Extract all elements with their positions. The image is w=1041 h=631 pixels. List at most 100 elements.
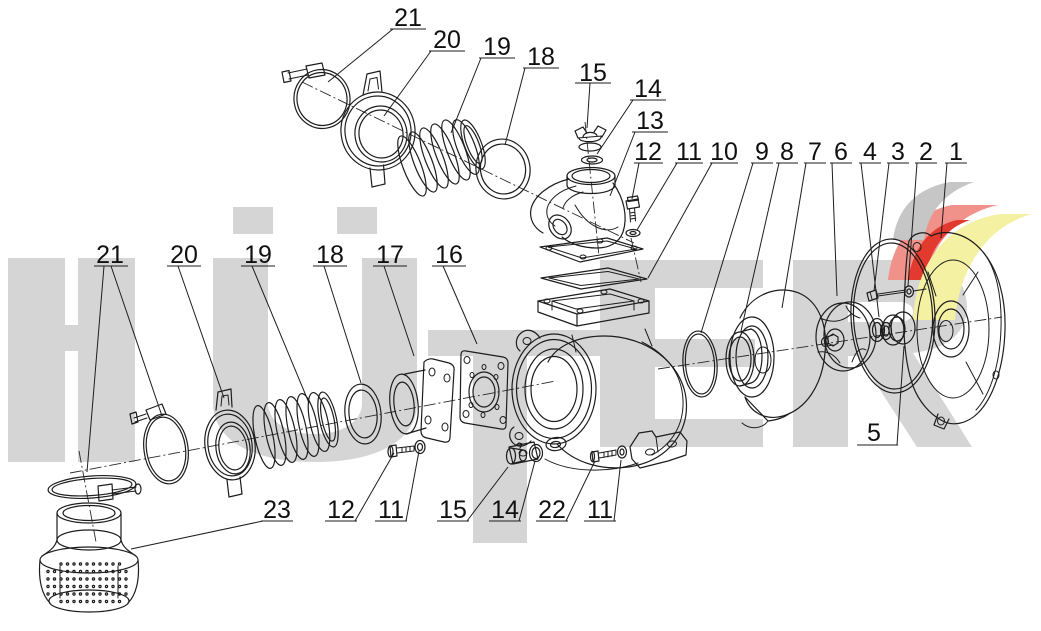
- strainer-hole: [72, 592, 76, 596]
- strainer-hole: [91, 577, 96, 581]
- callout-label: 22: [538, 496, 566, 524]
- strainer-hole: [85, 599, 89, 604]
- strainer-hole: [104, 599, 109, 604]
- leader-line: [327, 28, 394, 83]
- leader-line: [596, 99, 634, 155]
- strainer-hole: [98, 562, 102, 566]
- strainer-hole: [65, 577, 70, 581]
- strainer-hole: [85, 592, 89, 596]
- strainer-hole: [85, 569, 89, 574]
- strainer-hole: [91, 562, 96, 566]
- leader-line: [907, 162, 918, 287]
- strainer-hole: [124, 592, 128, 596]
- callout-2: 2: [907, 138, 937, 287]
- callout-label: 3: [891, 138, 905, 166]
- leader-line: [647, 162, 713, 279]
- callout-3: 3: [873, 138, 909, 292]
- callout-label: 23: [263, 496, 291, 524]
- strainer-hole: [104, 562, 109, 566]
- part-o-ring-9: [682, 330, 718, 398]
- part-pump-casing: [508, 288, 688, 471]
- callout-label: 20: [433, 26, 461, 54]
- callout-18: 18: [504, 43, 559, 146]
- callout-label: 21: [96, 241, 124, 269]
- strainer-hole: [104, 577, 109, 581]
- strainer-hole: [59, 562, 63, 566]
- leader-line: [466, 466, 509, 522]
- strainer-hole: [98, 577, 102, 581]
- strainer-hole: [72, 577, 76, 581]
- leader-line: [940, 162, 948, 239]
- leader-line: [504, 67, 526, 146]
- callout-17: 17: [373, 241, 415, 357]
- strainer-hole: [59, 569, 63, 574]
- leader-line: [323, 265, 362, 384]
- callout-9: 9: [700, 138, 773, 334]
- strainer-hole: [117, 577, 122, 581]
- leader-line: [383, 50, 432, 117]
- strainer-hole: [124, 584, 128, 589]
- strainer-hole: [91, 592, 96, 596]
- callout-label: 19: [244, 241, 272, 269]
- strainer-hole: [117, 569, 122, 574]
- callout-label: 2: [919, 138, 933, 166]
- callout-label: 21: [394, 4, 422, 32]
- callout-7: 7: [781, 138, 826, 309]
- part-washer-11-bottom-left: [414, 439, 426, 455]
- leader-line: [781, 162, 807, 309]
- strainer-hole: [78, 577, 83, 581]
- part-rear-cover-1: [903, 231, 1006, 430]
- callout-label: 7: [808, 138, 822, 166]
- callout-label: 18: [527, 43, 555, 71]
- axis-lines: [69, 81, 1003, 543]
- callout-label: 17: [376, 241, 404, 269]
- leader-line: [354, 452, 395, 522]
- part-hose-top: [397, 119, 486, 197]
- strainer-hole: [72, 584, 76, 589]
- callout-12: 12: [631, 138, 663, 200]
- strainer-hole: [78, 569, 83, 574]
- callout-label: 4: [863, 138, 877, 166]
- strainer-hole: [91, 599, 96, 604]
- strainer-hole: [46, 592, 50, 596]
- strainer-hole: [111, 599, 115, 604]
- strainer-holes: [46, 562, 128, 604]
- part-washer-11-top: [625, 228, 641, 238]
- strainer-hole: [98, 584, 102, 589]
- leader-line: [177, 265, 225, 399]
- leader-line: [86, 265, 105, 473]
- callout-4: 4: [859, 138, 881, 318]
- callout-label: 18: [316, 241, 344, 269]
- strainer-hole: [65, 562, 70, 566]
- callout-10: 10: [647, 138, 738, 279]
- strainer-hole: [52, 569, 57, 574]
- part-coupling-top: [340, 70, 416, 188]
- strainer-hole: [59, 584, 63, 589]
- strainer-hole: [98, 569, 102, 574]
- part-seal-ring-mid: [344, 383, 382, 445]
- strainer-hole: [46, 584, 50, 589]
- part-plate-16: [459, 350, 509, 430]
- callout-label: 10: [710, 138, 738, 166]
- leader-line: [130, 520, 264, 550]
- strainer-hole: [72, 569, 76, 574]
- callout-13: 13: [609, 107, 668, 197]
- leader-line: [831, 162, 838, 297]
- part-hose-clamp-mid: [129, 403, 189, 485]
- callout-label: 16: [435, 241, 463, 269]
- leader-line: [442, 265, 478, 345]
- callout-11: 11: [375, 450, 420, 524]
- part-flange-17: [389, 358, 455, 443]
- callout-18: 18: [313, 241, 362, 384]
- strainer-hole: [104, 584, 109, 589]
- leader-line: [450, 57, 482, 134]
- strainer-hole: [65, 592, 70, 596]
- callout-14: 14: [489, 460, 536, 524]
- callout-label: 15: [439, 496, 467, 524]
- strainer-hole: [117, 599, 122, 604]
- callout-label: 11: [378, 496, 404, 524]
- callout-19: 19: [450, 33, 515, 134]
- leader-line: [700, 162, 754, 334]
- callout-15: 15: [437, 466, 509, 524]
